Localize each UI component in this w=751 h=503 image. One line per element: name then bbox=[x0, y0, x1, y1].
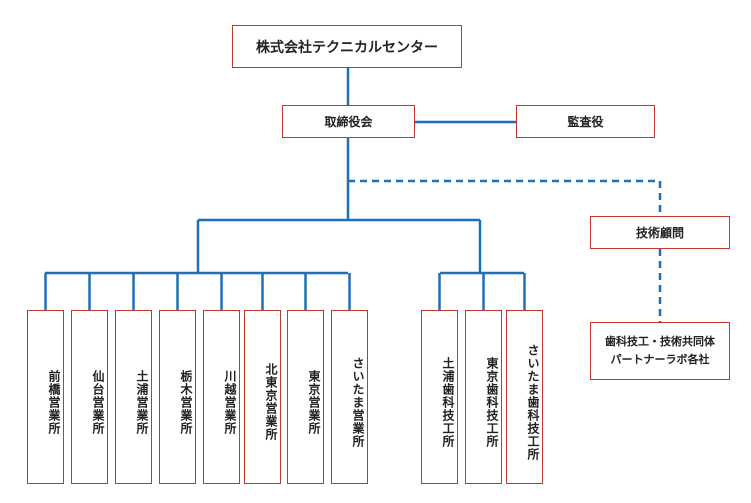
branch-box-4: 栃木営業所 bbox=[159, 310, 196, 484]
auditor-box: 監査役 bbox=[516, 105, 655, 138]
partner-line-1: 歯科技工・技術共同体 bbox=[605, 335, 715, 348]
board-box: 取締役会 bbox=[282, 105, 415, 138]
branch-box-6: 北東京営業所 bbox=[244, 310, 281, 484]
branch-box-7: 東京営業所 bbox=[287, 310, 324, 484]
branch-box-2: 仙台営業所 bbox=[71, 310, 108, 484]
line-advisor-dashed bbox=[348, 179, 662, 216]
advisor-box: 技術顧問 bbox=[590, 216, 730, 249]
branch-box-5: 川越営業所 bbox=[203, 310, 240, 484]
partner-line-2: パートナーラボ各社 bbox=[610, 353, 710, 366]
branch-drop-lines bbox=[44, 273, 351, 310]
partner-box: 歯科技工・技術共同体 パートナーラボ各社 bbox=[590, 322, 730, 380]
lab-box-1: 土浦歯科技工所 bbox=[421, 310, 458, 484]
branch-box-3: 土浦営業所 bbox=[115, 310, 152, 484]
lab-box-2: 東京歯科技工所 bbox=[465, 310, 502, 484]
lab-box-3: さいたま歯科技工所 bbox=[506, 310, 543, 484]
branch-box-1: 前橋営業所 bbox=[27, 310, 64, 484]
branch-box-8: さいたま営業所 bbox=[331, 310, 368, 484]
lab-drop-lines bbox=[438, 273, 526, 310]
company-box: 株式会社テクニカルセンター bbox=[232, 25, 462, 68]
